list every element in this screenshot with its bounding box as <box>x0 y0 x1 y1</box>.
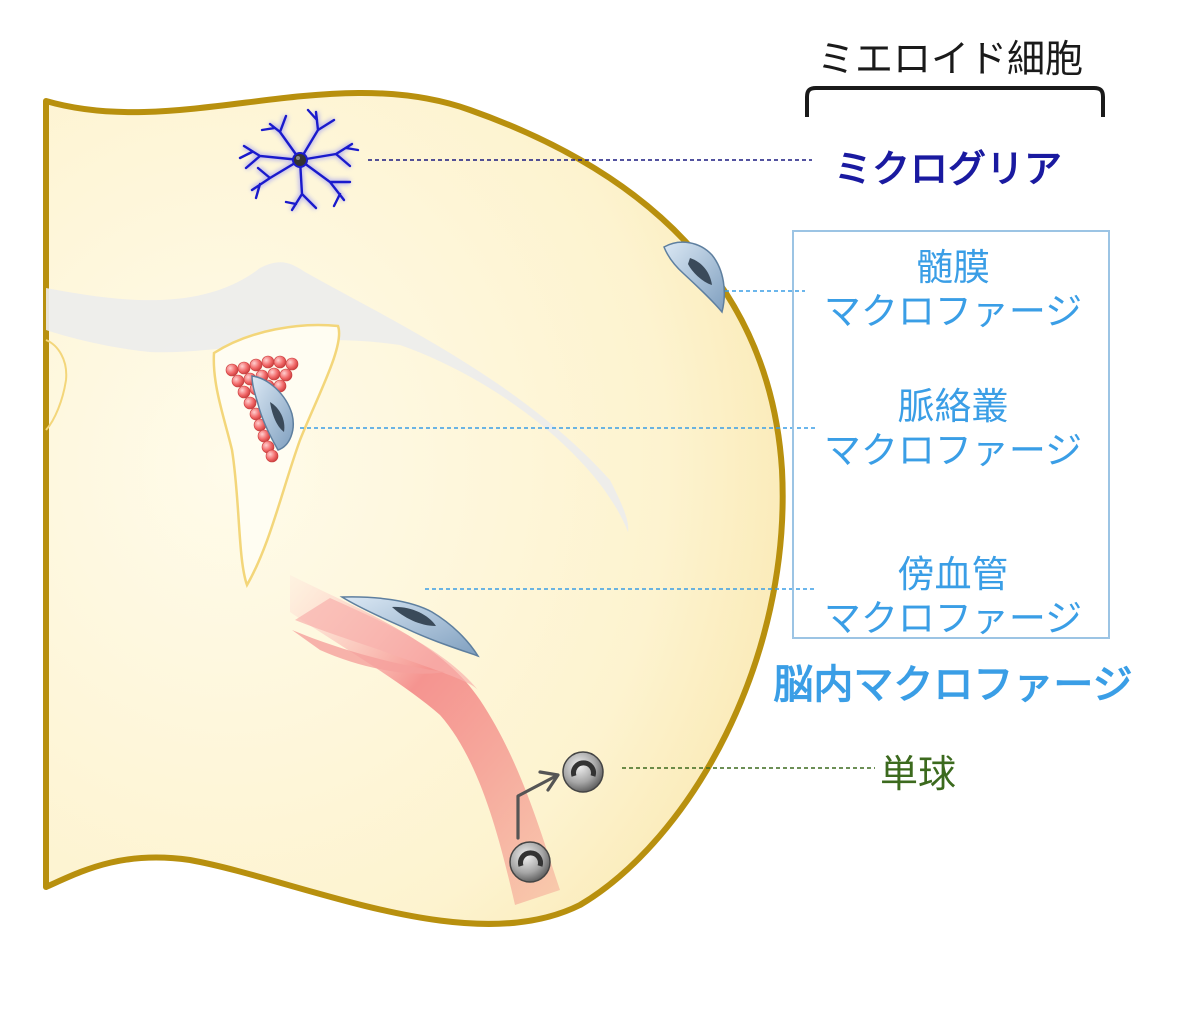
monocyte-label: 単球 <box>880 752 957 796</box>
meningeal-label-line2: マクロファージ <box>823 290 1083 333</box>
meningeal-label-line1: 髄膜 <box>915 246 990 289</box>
perivascular-label-line2: マクロファージ <box>823 597 1083 640</box>
arrow-icon <box>516 770 560 840</box>
corpus-callosum <box>46 262 629 532</box>
choroid-label-line1: 脈絡叢 <box>897 385 1009 428</box>
monocyte-cell-icon <box>509 841 551 883</box>
perivascular-macrophage-label: 傍血管 マクロファージ <box>824 553 1082 641</box>
brain-macrophage-box <box>792 230 1110 639</box>
choroid-label-line2: マクロファージ <box>823 429 1083 472</box>
perivascular-macrophage-icon <box>339 596 480 658</box>
myeloid-cells-title: ミエロイド細胞 <box>816 37 1084 81</box>
choroid-macrophage-icon <box>251 375 294 451</box>
choroid-macrophage-label: 脈絡叢 マクロファージ <box>824 385 1082 473</box>
microglia-cell-icon <box>238 108 360 212</box>
microglia-label: ミクログリア <box>833 147 1063 191</box>
myeloid-bracket <box>805 86 1105 117</box>
meningeal-macrophage-icon <box>663 241 725 314</box>
monocyte-cell-icon-tissue <box>562 751 604 793</box>
left-ventricle <box>45 339 68 431</box>
meningeal-macrophage-label: 髄膜 マクロファージ <box>824 246 1082 334</box>
brain-macrophages-title: 脳内マクロファージ <box>773 662 1133 708</box>
perivascular-label-line1: 傍血管 <box>897 553 1009 596</box>
brain-section <box>43 90 786 927</box>
